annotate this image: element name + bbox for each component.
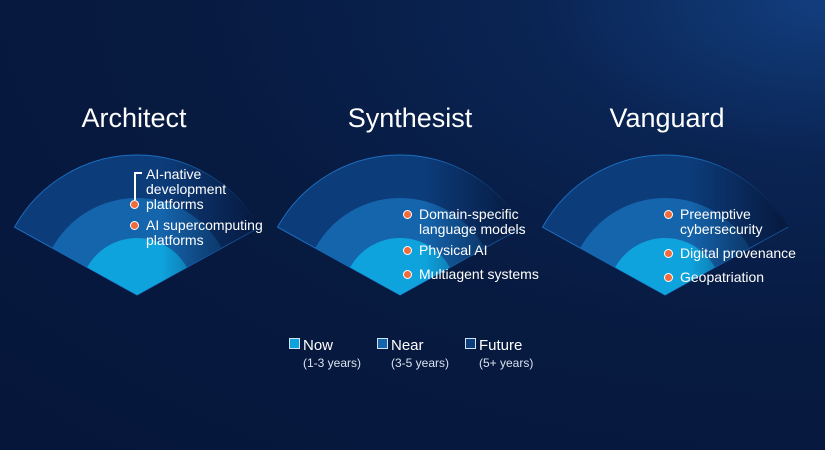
legend-label: Near — [391, 337, 424, 354]
list-item: Preemptive cybersecurity — [664, 207, 814, 237]
item-label: Geopatriation — [680, 269, 765, 285]
list-item: Physical AI — [403, 243, 543, 258]
list-item: Multiagent systems — [403, 267, 543, 282]
legend-label: Now — [303, 337, 334, 354]
panel-title-synthesist: Synthesist — [347, 103, 473, 133]
item-label: Preemptive cybersecurity — [680, 206, 763, 237]
list-item: AI-native development platforms — [130, 167, 270, 212]
bullet-dot-icon — [130, 221, 139, 230]
panel-title-vanguard: Vanguard — [609, 103, 725, 133]
list-item: AI supercomputing platforms — [130, 218, 270, 248]
item-label: Digital provenance — [680, 245, 796, 261]
legend-range: (3-5 years) — [391, 356, 450, 370]
bullet-dot-icon — [130, 200, 139, 209]
legend-now: Now (1-3 years) — [289, 337, 361, 370]
bullet-dot-icon — [403, 246, 412, 255]
now-swatch-icon — [289, 338, 300, 349]
fan-synthesist — [276, 154, 524, 296]
legend-near: Near (3-5 years) — [377, 337, 449, 370]
legend-future: Future (5+ years) — [465, 337, 533, 370]
legend-range: (1-3 years) — [303, 356, 362, 370]
item-label: Multiagent systems — [419, 266, 539, 282]
architect-items: AI-native development platforms AI super… — [130, 167, 270, 253]
bullet-dot-icon — [664, 273, 673, 282]
near-swatch-icon — [377, 338, 388, 349]
panel-title-architect: Architect — [81, 103, 187, 133]
bullet-dot-icon — [403, 210, 412, 219]
item-label: Domain-specific language models — [419, 206, 526, 237]
future-swatch-icon — [465, 338, 476, 349]
legend-label: Future — [479, 337, 523, 354]
bullet-dot-icon — [403, 270, 412, 279]
legend-range: (5+ years) — [479, 356, 534, 370]
bullet-dot-icon — [664, 210, 673, 219]
fan-vanguard — [541, 154, 789, 296]
item-label: AI supercomputing platforms — [146, 217, 263, 248]
vanguard-items: Preemptive cybersecurity Digital provena… — [664, 207, 814, 290]
list-item: Digital provenance — [664, 246, 814, 261]
item-label: Physical AI — [419, 242, 488, 258]
item-label: AI-native development platforms — [146, 166, 227, 212]
fade-overlay — [541, 154, 789, 295]
synthesist-items: Domain-specific language models Physical… — [403, 207, 543, 287]
bracket-line — [134, 172, 142, 200]
list-item: Domain-specific language models — [403, 207, 543, 237]
list-item: Geopatriation — [664, 270, 814, 285]
fade-overlay — [276, 154, 524, 295]
bullet-dot-icon — [664, 249, 673, 258]
